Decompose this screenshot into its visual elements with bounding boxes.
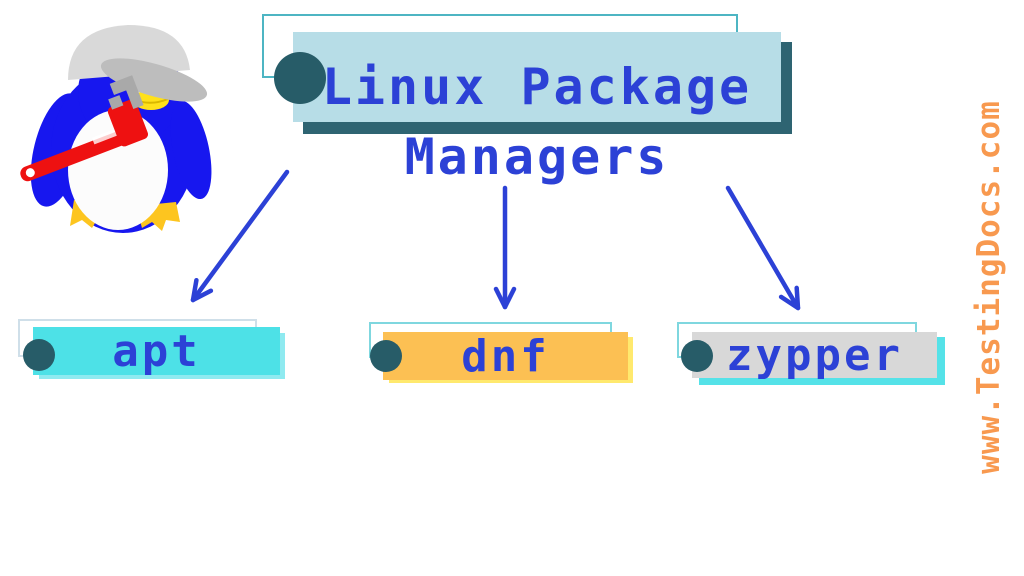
node-apt-box	[33, 327, 280, 375]
penguin-wrench	[20, 75, 149, 182]
watermark-url: www.TestingDocs.com	[971, 100, 1007, 474]
title-line-2: Managers	[404, 128, 670, 186]
node-apt-label: apt	[112, 325, 201, 377]
node-zypper-box	[692, 332, 937, 378]
node-zypper-label: zypper	[726, 329, 903, 381]
title-box	[293, 32, 781, 122]
node-dnf-box	[383, 332, 628, 380]
title-bullet-circle	[274, 52, 326, 104]
penguin-mascot	[20, 25, 212, 233]
arrow-to-zypper	[725, 185, 801, 311]
node-zypper-bullet-circle	[681, 340, 713, 372]
arrow-to-dnf	[493, 185, 517, 310]
node-dnf-bullet-circle	[370, 340, 402, 372]
title-line-1: Linux Package	[321, 58, 753, 116]
node-dnf-label: dnf	[461, 330, 550, 382]
diagram-title: Linux Package Managers	[293, 52, 781, 192]
node-apt-bullet-circle	[23, 339, 55, 371]
penguin-cap	[68, 25, 208, 102]
